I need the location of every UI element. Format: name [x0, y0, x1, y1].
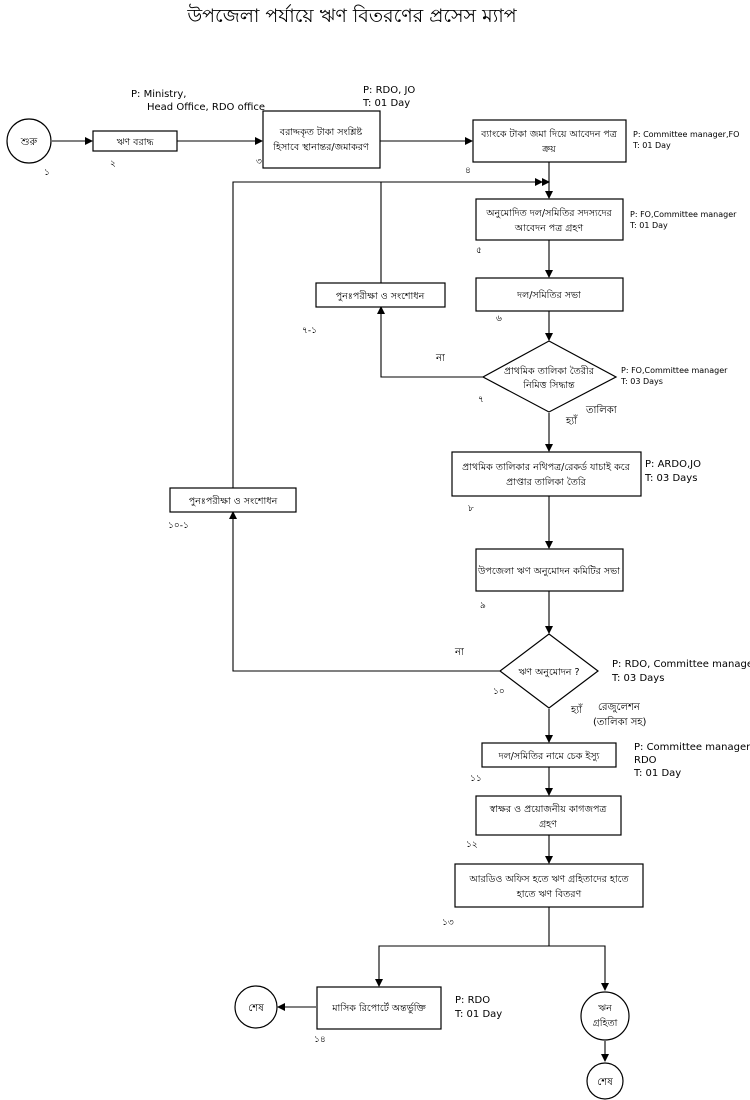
end-node-2: শেষ — [586, 1062, 624, 1100]
edge-n13-borrower — [549, 945, 609, 991]
edge-n13-branch — [375, 907, 550, 987]
recheck-2-label: পুনঃপরীক্ষা ও সংশোধন — [189, 494, 279, 507]
meta-7-time: T: 03 Days — [620, 377, 663, 386]
meta-4-person: P: Committee manager,FO — [633, 130, 739, 139]
step-number-13: ১৩ — [442, 918, 454, 928]
start-node: শুরু — [6, 118, 52, 164]
borrower-line1: ঋন — [598, 1003, 613, 1014]
loan-allocation-label: ঋণ বরাদ্ধ — [117, 137, 155, 148]
process-box-fund-transfer: বরাদ্দকৃত টাকা সংশ্লিষ্ট হিসাবে স্থানান্… — [262, 110, 381, 169]
fund-transfer-line1: বরাদ্দকৃত টাকা সংশ্লিষ্ট — [279, 125, 364, 138]
step-number-9: ৯ — [480, 601, 486, 611]
step-number-14: ১৪ — [314, 1035, 326, 1045]
decision-loan-approval: ঋণ অনুমোদন ? — [499, 633, 599, 709]
application-receive-line2: আবেদন পত্র গ্রহণ — [514, 223, 584, 234]
edge-label-with-list: (তালিকা সহ) — [593, 716, 647, 728]
process-box-approval-meeting: উপজেলা ঋণ অনুমোদন কমিটির সভা — [475, 548, 624, 592]
process-box-loan-allocation: ঋণ বরাদ্ধ — [92, 130, 178, 152]
meta-7-person: P: FO,Committee manager — [621, 366, 728, 375]
process-box-signature-docs: স্বাক্ষর ও প্রয়োজনীয় কাগজপত্র গ্রহণ — [475, 795, 622, 836]
edge-n101-loop — [232, 178, 550, 488]
signature-docs-line1: স্বাক্ষর ও প্রয়োজনীয় কাগজপত্র — [489, 802, 608, 815]
process-box-group-meeting: দল/সমিতির সভা — [475, 277, 624, 312]
meta-11-time: T: 01 Day — [633, 768, 681, 779]
monthly-report-label: মাসিক রিপোর্টে অন্তর্ভুক্তি — [331, 1001, 426, 1014]
meta-10-person: P: RDO, Committee manager, — [612, 659, 750, 670]
edge-label-yes-10: হ্যাঁ — [570, 703, 583, 716]
meta-5-person: P: FO,Committee manager — [630, 210, 737, 219]
edge-label-no-7: না — [435, 353, 446, 364]
bank-deposit-line1: ব্যাংকে টাকা জমা দিয়ে আবেদন পত্র — [480, 127, 618, 140]
group-meeting-label: দল/সমিতির সভা — [516, 289, 582, 301]
step-number-6: ৬ — [496, 314, 502, 324]
process-box-recheck-1: পুনঃপরীক্ষা ও সংশোধন — [315, 282, 446, 308]
step-number-8: ৮ — [468, 504, 474, 514]
edge-n7-no-n71 — [377, 306, 483, 378]
meta-3-person: P: RDO, JO — [363, 85, 415, 96]
meta-10-time: T: 03 Days — [611, 673, 664, 684]
meta-8-person: P: ARDO,JO — [645, 459, 701, 470]
borrower-line2: গ্রহিতা — [593, 1017, 619, 1029]
meta-14-time: T: 01 Day — [454, 1009, 502, 1020]
verify-records-line2: প্রাপ্তার তালিকা তৈরি — [506, 476, 586, 488]
step-number-4: ৪ — [465, 166, 471, 176]
process-box-bank-deposit: ব্যাংকে টাকা জমা দিয়ে আবেদন পত্র ক্রয় — [472, 119, 627, 163]
decision-preliminary-line1: প্রাথমিক তালিকা তৈরীর — [504, 364, 595, 377]
process-box-cheque-issue: দল/সমিতির নামে চেক ইস্যু — [481, 742, 617, 768]
step-number-1: ১ — [44, 168, 50, 178]
meta-8-time: T: 03 Days — [644, 473, 697, 484]
decision-preliminary-line2: নিমিত্ত সিদ্ধান্ত — [522, 379, 576, 391]
fund-transfer-line2: হিসাবে স্থানান্তর/জমাকরণ — [272, 141, 370, 153]
recheck-1-label: পুনঃপরীক্ষা ও সংশোধন — [336, 289, 426, 302]
process-box-verify-records: প্রাথমিক তালিকার নথিপত্র/রেকর্ড যাচাই কর… — [451, 451, 642, 497]
process-box-application-receive: অনুমোদিত দল/সমিতির সদস্যদের আবেদন পত্র গ… — [475, 198, 624, 241]
step-number-5: ৫ — [476, 246, 482, 256]
meta-14-person: P: RDO — [455, 995, 490, 1006]
start-label: শুরু — [20, 137, 38, 148]
step-number-7: ৭ — [478, 395, 484, 405]
step-number-10: ১০ — [493, 687, 505, 697]
process-box-loan-distribution: আরডিও অফিস হতে ঋণ গ্রহিতাদের হাতে হাতে ঋ… — [454, 863, 644, 908]
step-number-3: ৩ — [256, 157, 262, 167]
approval-meeting-label: উপজেলা ঋণ অনুমোদন কমিটির সভা — [477, 564, 621, 577]
meta-11-person: P: Committee manager, — [634, 742, 750, 753]
application-receive-line1: অনুমোদিত দল/সমিতির সদস্যদের — [485, 207, 612, 219]
decision-approval-label: ঋণ অনুমোদন ? — [518, 667, 579, 678]
process-box-recheck-2: পুনঃপরীক্ষা ও সংশোধন — [169, 487, 297, 513]
end-1-label: শেষ — [248, 1003, 264, 1014]
step-number-12: ১২ — [466, 840, 478, 850]
loan-distribution-line2: হাতে ঋণ বিতরণ — [516, 888, 583, 900]
edge-label-list-7: তালিকা — [585, 404, 618, 416]
step-number-7-1: ৭-১ — [302, 326, 317, 336]
decision-preliminary-list: প্রাথমিক তালিকা তৈরীর নিমিত্ত সিদ্ধান্ত — [481, 340, 618, 413]
loan-distribution-line1: আরডিও অফিস হতে ঋণ গ্রহিতাদের হাতে — [468, 873, 629, 885]
end-2-label: শেষ — [597, 1077, 613, 1088]
step-number-10-1: ১০-১ — [168, 521, 189, 531]
page-title: উপজেলা পর্যায়ে ঋণ বিতরণের প্রসেস ম্যাপ — [186, 4, 517, 27]
edge-label-resolution: রেজুলেশন — [598, 702, 641, 713]
end-node-1: শেষ — [234, 985, 278, 1029]
meta-4-time: T: 01 Day — [632, 141, 671, 150]
edges — [52, 137, 609, 1062]
step-number-2: ২ — [110, 159, 116, 169]
edge-label-no-10: না — [454, 647, 465, 658]
meta-2-person: P: Ministry, — [131, 89, 186, 100]
meta-2-person-2: Head Office, RDO office — [147, 102, 265, 113]
signature-docs-line2: গ্রহণ — [539, 819, 558, 830]
cheque-issue-label: দল/সমিতির নামে চেক ইস্যু — [498, 750, 601, 762]
bank-deposit-line2: ক্রয় — [541, 144, 557, 155]
meta-3-time: T: 01 Day — [362, 98, 410, 109]
meta-5-time: T: 01 Day — [629, 221, 668, 230]
verify-records-line1: প্রাথমিক তালিকার নথিপত্র/রেকর্ড যাচাই কর… — [462, 461, 630, 473]
borrower-node: ঋন গ্রহিতা — [580, 991, 630, 1041]
process-box-monthly-report: মাসিক রিপোর্টে অন্তর্ভুক্তি — [316, 986, 442, 1030]
meta-11-person-2: RDO — [634, 755, 657, 766]
edge-label-yes-7: হ্যাঁ — [565, 414, 578, 427]
step-number-11: ১১ — [470, 774, 482, 784]
edge-n10-no-n101 — [229, 511, 500, 672]
